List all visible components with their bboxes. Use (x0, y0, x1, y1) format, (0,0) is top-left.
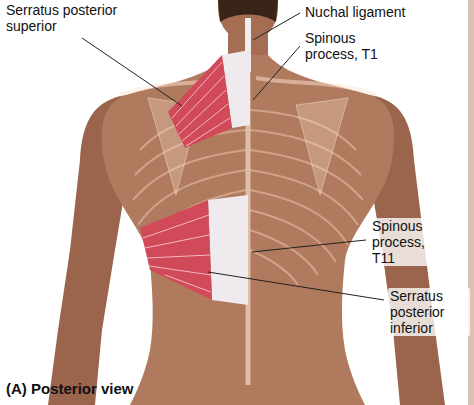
neighbour-figure-edge (468, 0, 474, 405)
inferior-aponeurosis (208, 195, 248, 305)
figure-caption: (A) Posterior view (6, 380, 134, 397)
ligament-label: Nuchal ligament (305, 4, 465, 20)
serratus-posterior-superior-muscle (168, 55, 232, 148)
serratus-posterior-inferior-muscle (140, 200, 212, 300)
muscle-label: Serratus posterior superior (6, 2, 131, 34)
bone-label: Spinous process, T1 (305, 30, 400, 62)
superior-fibres (172, 62, 230, 146)
muscle-label: Serratus posterior inferior (388, 288, 470, 336)
bone-label: Spinous process, T11 (370, 218, 442, 266)
inferior-fibres (143, 215, 211, 292)
